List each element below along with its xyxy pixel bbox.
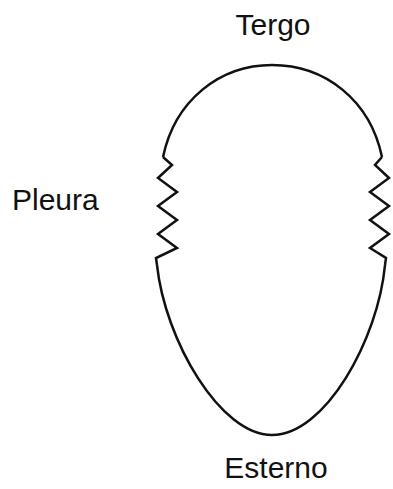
part-label: Tergo — [235, 8, 310, 41]
pleura-zigzag — [370, 157, 389, 265]
tergum-arc — [163, 65, 382, 157]
pleura-zigzag — [156, 157, 177, 265]
sternum-arc — [157, 265, 385, 435]
part-label: Pleura — [12, 183, 99, 216]
part-label: Esterno — [224, 451, 327, 484]
